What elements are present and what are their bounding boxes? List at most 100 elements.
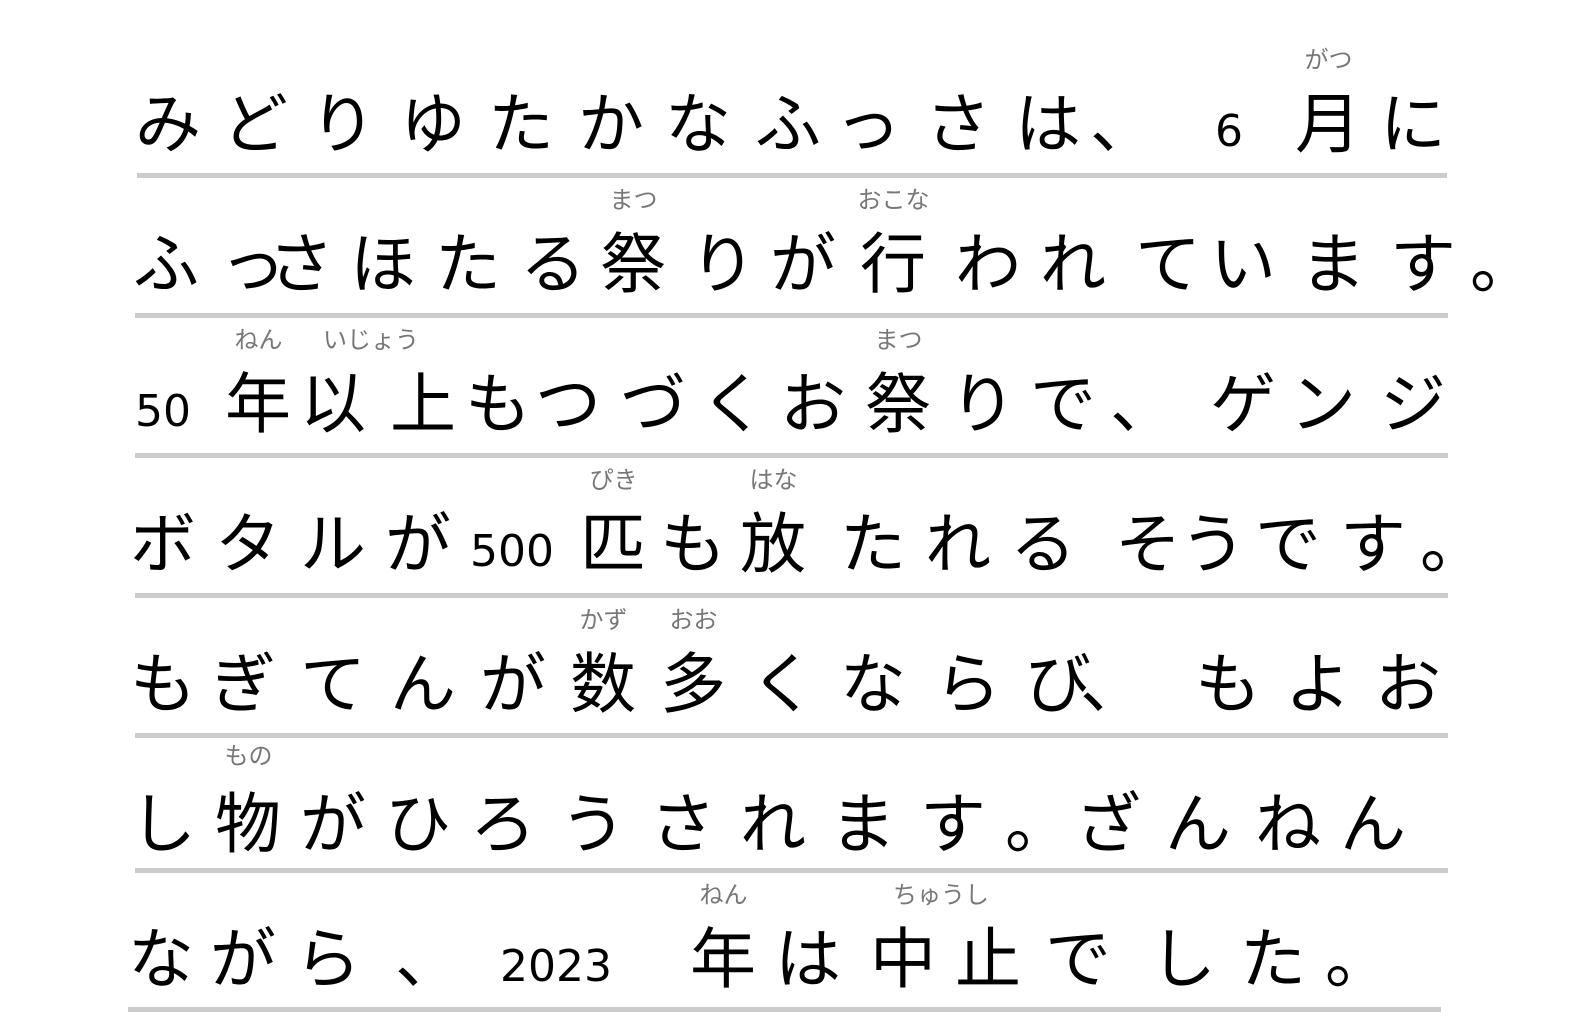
ruled-line	[135, 313, 1448, 318]
handwritten-character: ゆ	[400, 86, 466, 163]
furigana-reading: もの	[224, 742, 273, 770]
handwritten-character: で	[1030, 366, 1096, 443]
handwritten-character: わ	[955, 226, 1021, 303]
handwritten-character: 行	[860, 226, 926, 303]
handwritten-character: そ	[1115, 506, 1181, 583]
handwritten-character: り	[310, 86, 376, 163]
handwritten-character: い	[1210, 226, 1276, 303]
handwritten-character: し	[1150, 921, 1216, 998]
handwritten-character: る	[520, 226, 586, 303]
handwritten-character: 匹	[580, 506, 646, 583]
ruled-line	[135, 733, 1448, 738]
furigana-reading: ねん	[699, 881, 748, 909]
handwritten-character: ん	[1165, 786, 1231, 863]
handwritten-character: で	[1045, 921, 1111, 998]
line-characters: ふっさほたる祭りが行われています。まつおこな	[0, 180, 1580, 320]
furigana-reading: ちゅうし	[893, 881, 989, 909]
handwritten-character: 、	[1090, 86, 1156, 163]
ruled-line	[135, 593, 1448, 598]
handwritten-character: 物	[215, 786, 281, 863]
handwritten-character: 。	[1005, 786, 1071, 863]
furigana-reading: いじょう	[323, 326, 419, 354]
furigana-reading: ねん	[234, 326, 283, 354]
handwritten-character: ひ	[385, 786, 451, 863]
handwritten-character: は	[1015, 86, 1081, 163]
handwritten-character: は	[775, 921, 841, 998]
handwritten-character: ざ	[1075, 786, 1141, 863]
handwritten-character: れ	[740, 786, 806, 863]
ruled-line	[135, 453, 1448, 458]
line-characters: し物がひろうされます。ざんねんもの	[0, 740, 1580, 880]
handwritten-character: 止	[955, 921, 1021, 998]
handwritten-character: で	[1255, 506, 1321, 583]
handwritten-character: し	[130, 786, 196, 863]
handwritten-character: 上	[390, 366, 456, 443]
handwritten-character: も	[465, 366, 531, 443]
handwritten-character: ら	[935, 646, 1001, 723]
handwritten-character: ジ	[1380, 366, 1446, 443]
handwritten-character: れ	[925, 506, 991, 583]
handwritten-character: が	[210, 921, 276, 998]
handwritten-character: り	[690, 226, 756, 303]
text-line-6: し物がひろうされます。ざんねんもの	[0, 740, 1580, 880]
handwritten-character: よ	[1285, 646, 1351, 723]
handwritten-character: た	[435, 226, 501, 303]
furigana-reading: かず	[579, 606, 628, 634]
text-line-5: もぎてんが数多くならび、もよおかずおお	[0, 600, 1580, 740]
handwritten-character: う	[1180, 506, 1246, 583]
handwritten-character: 以	[300, 366, 366, 443]
handwritten-character: 祭	[865, 366, 931, 443]
handwritten-character: 数	[570, 646, 636, 723]
ruled-line	[128, 1007, 1441, 1012]
handwritten-character: ろ	[470, 786, 536, 863]
furigana-reading: まつ	[609, 186, 658, 214]
handwritten-character: み	[135, 86, 201, 163]
handwritten-character: 50	[135, 386, 191, 437]
handwritten-character: ぎ	[210, 646, 276, 723]
ruled-line	[135, 868, 1448, 873]
handwritten-character: す	[1340, 506, 1406, 583]
handwritten-character: ん	[1340, 786, 1406, 863]
handwritten-character: ね	[1255, 786, 1321, 863]
handwritten-character: さ	[925, 86, 991, 163]
handwritten-character: が	[300, 786, 366, 863]
handwritten-character: 多	[660, 646, 726, 723]
furigana-reading: おこな	[857, 186, 930, 214]
furigana-reading: ぴき	[589, 466, 638, 494]
handwritten-character: な	[840, 646, 906, 723]
handwritten-character: ゲ	[1210, 366, 1276, 443]
handwritten-character: う	[560, 786, 626, 863]
handwritten-character: ふ	[755, 86, 821, 163]
handwritten-character: 、	[1110, 366, 1176, 443]
handwritten-character: な	[128, 921, 194, 998]
handwritten-character: 放	[740, 506, 806, 583]
handwritten-character: 6	[1215, 106, 1243, 157]
handwritten-character: が	[770, 226, 836, 303]
furigana-reading: はな	[749, 466, 798, 494]
handwritten-character: づ	[620, 366, 686, 443]
handwritten-character: ふ	[133, 226, 199, 303]
handwritten-character: に	[1380, 86, 1446, 163]
handwritten-character: か	[578, 86, 644, 163]
handwritten-character: 2023	[500, 941, 612, 992]
handwritten-character: す	[1390, 226, 1456, 303]
line-characters: もぎてんが数多くならび、もよおかずおお	[0, 600, 1580, 740]
handwritten-character: び	[1025, 646, 1091, 723]
handwritten-character: も	[660, 506, 726, 583]
handwritten-character: 、	[395, 921, 461, 998]
handwritten-character: 中	[870, 921, 936, 998]
handwritten-character: 年	[225, 366, 291, 443]
handwritten-character: つ	[535, 366, 601, 443]
handwritten-character: ル	[300, 506, 366, 583]
handwritten-character: た	[1240, 921, 1306, 998]
handwritten-character: お	[780, 366, 846, 443]
handwritten-character: が	[480, 646, 546, 723]
handwritten-character: 。	[1420, 506, 1486, 583]
handwritten-character: て	[300, 646, 366, 723]
